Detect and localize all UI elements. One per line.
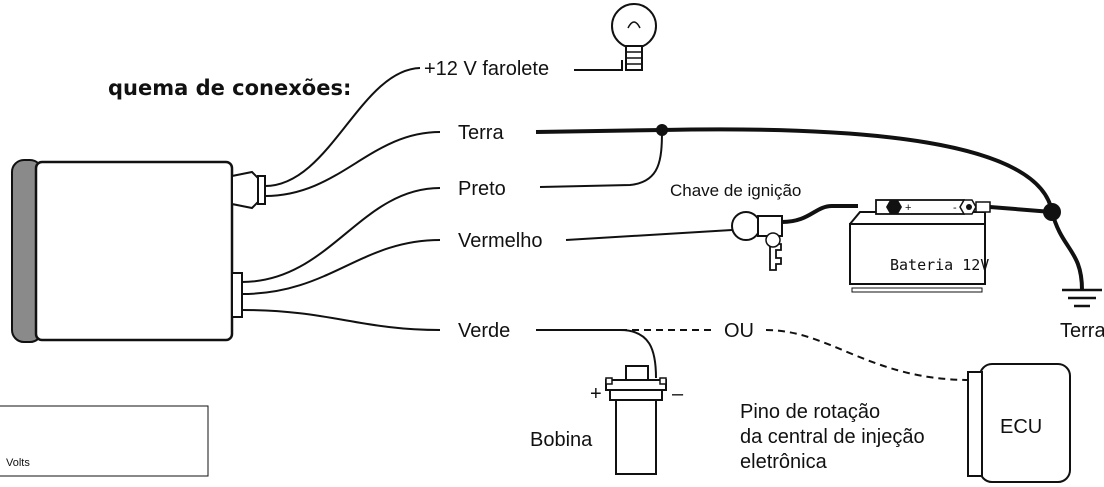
bobina-icon bbox=[605, 365, 667, 475]
gauge-wires bbox=[241, 67, 441, 331]
label-pino-2: da central de injeção bbox=[740, 426, 925, 448]
label-chave: Chave de ignição bbox=[670, 181, 801, 200]
ground-junction-dot bbox=[1043, 203, 1061, 221]
vermelho-wire bbox=[565, 229, 733, 241]
label-ecu: ECU bbox=[1000, 416, 1042, 438]
label-terra-ground: Terra bbox=[1060, 320, 1104, 342]
preto-wire bbox=[539, 129, 663, 188]
label-bateria: Bateria 12V bbox=[890, 256, 989, 274]
label-preto: Preto bbox=[458, 178, 506, 200]
label-pino-1: Pino de rotação bbox=[740, 401, 880, 423]
battery-to-ground bbox=[989, 205, 1053, 214]
label-vermelho: Vermelho bbox=[458, 230, 543, 252]
terra-wire bbox=[535, 127, 1084, 291]
label-bobina: Bobina bbox=[530, 429, 593, 451]
gauge-body bbox=[11, 159, 266, 343]
diagram-title: quema de conexões: bbox=[108, 76, 351, 100]
spec-box bbox=[0, 405, 209, 477]
bulb-icon bbox=[611, 3, 657, 71]
label-volts: Volts bbox=[6, 457, 30, 469]
ground-icon bbox=[1062, 288, 1102, 308]
bobina-minus: – bbox=[672, 383, 684, 405]
bobina-plus: + bbox=[590, 383, 602, 405]
label-farolete: +12 V farolete bbox=[424, 58, 549, 80]
label-terra-wire: Terra bbox=[458, 122, 504, 144]
dashed-or-line-2 bbox=[765, 329, 971, 381]
label-pino-3: eletrônica bbox=[740, 451, 828, 473]
battery-plus: + bbox=[905, 202, 911, 214]
battery-minus: - bbox=[953, 202, 957, 214]
battery-icon bbox=[849, 199, 991, 293]
label-ou: OU bbox=[724, 320, 754, 342]
label-verde: Verde bbox=[458, 320, 510, 342]
ignition-key-icon bbox=[731, 211, 783, 271]
farolete-lead bbox=[574, 60, 623, 71]
ecu-icon bbox=[967, 363, 1071, 483]
ignition-to-battery bbox=[781, 204, 858, 224]
